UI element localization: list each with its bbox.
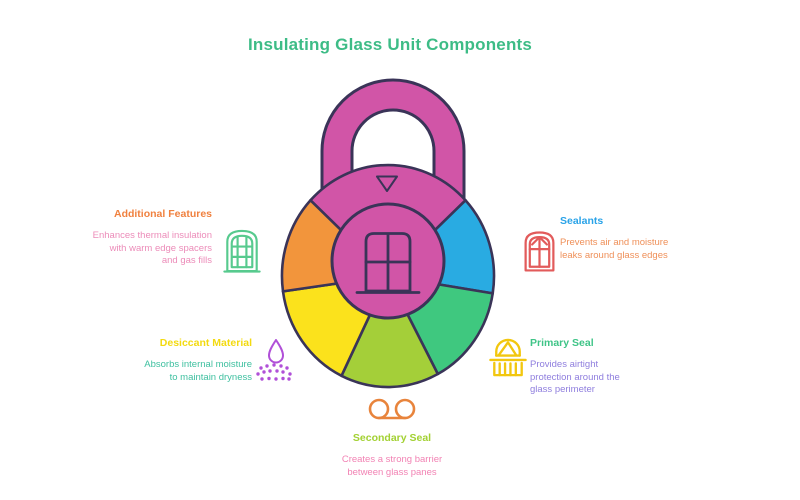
item-description: Provides airtight protection around the … [530,359,620,395]
voicemail-circles-icon [366,396,418,424]
arched-window-icon [222,227,262,274]
lock-shackle [320,78,466,218]
page-title: Insulating Glass Unit Components [247,35,533,55]
item-title: Desiccant Material [159,337,252,349]
item-title: Primary Seal [530,337,594,349]
item-description: Prevents air and moisture leaks around g… [560,237,669,261]
item-title: Sealants [560,215,604,227]
item-secondary-seal: Secondary Seal Creates a strong barrier … [338,432,446,479]
item-title: Secondary Seal [352,432,432,444]
item-title: Additional Features [113,208,212,220]
item-desiccant-material: Desiccant Material Absorbs internal mois… [138,337,252,384]
item-sealants: Sealants Prevents air and moisture leaks… [560,215,672,262]
item-description: Creates a strong barrier between glass p… [341,454,443,478]
arched-window-icon [521,226,558,276]
item-description: Absorbs internal moisture to maintain dr… [144,359,252,383]
item-primary-seal: Primary Seal Provides airtight protectio… [530,337,642,397]
droplet-absorb-icon [254,337,298,385]
item-description: Enhances thermal insulation with warm ed… [92,230,212,266]
item-additional-features: Additional Features Enhances thermal ins… [92,208,212,268]
window-icon [355,232,421,294]
triangle-down-icon [376,175,398,192]
awning-seal-icon [486,336,530,381]
wheel-segment-secondary-seal [340,274,440,389]
